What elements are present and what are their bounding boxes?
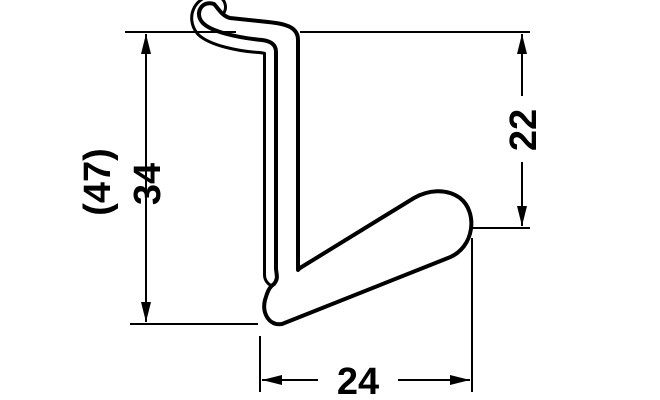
dimension-lines [141, 34, 527, 385]
hook-blade-body [196, 1, 474, 327]
dim-label-24: 24 [337, 361, 379, 400]
dim-label-22: 22 [503, 109, 545, 151]
dim-label-34: 34 [127, 163, 169, 205]
extension-lines [125, 31, 530, 392]
dim-label-47-ref: (47) [77, 148, 119, 216]
hook-profile [190, 0, 474, 327]
